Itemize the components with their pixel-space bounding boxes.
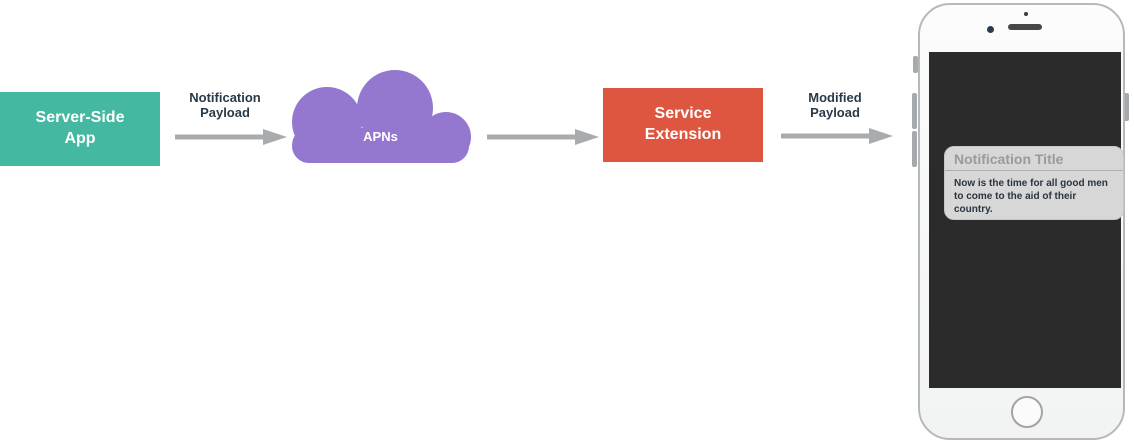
- phone-volume-up-button: [912, 93, 917, 129]
- server-side-app-label: Server-Side App: [35, 109, 125, 147]
- notification-title: Notification Title: [954, 151, 1064, 167]
- notification-divider: [945, 170, 1123, 171]
- arrow-right-icon: [781, 128, 893, 144]
- service-extension-label: Service Extension: [644, 105, 722, 143]
- cloud-icon: [292, 70, 471, 163]
- notification-body: Now is the time for all good men to come…: [954, 178, 1108, 216]
- service-extension-box: Service Extension: [603, 88, 763, 162]
- arrow-right-icon: [487, 129, 599, 145]
- server-side-app-box: Server-Side App: [0, 92, 160, 166]
- home-button[interactable]: [1011, 396, 1043, 428]
- earpiece-speaker: [1008, 24, 1042, 30]
- apns-cloud: APNs: [288, 68, 473, 163]
- notification-payload-label: Notification Payload: [189, 90, 261, 121]
- modified-payload-label: Modified Payload: [808, 90, 862, 121]
- arrow-right-icon: [175, 129, 287, 145]
- proximity-sensor-dot: [1024, 12, 1028, 16]
- phone-mute-switch: [913, 56, 918, 73]
- phone-power-button: [1123, 93, 1129, 121]
- iphone-mockup: Notification Title Now is the time for a…: [918, 3, 1125, 440]
- phone-volume-down-button: [912, 131, 917, 167]
- phone-screen: Notification Title Now is the time for a…: [929, 52, 1124, 388]
- notification-banner[interactable]: Notification Title Now is the time for a…: [944, 146, 1124, 220]
- apns-label: APNs: [363, 129, 398, 144]
- front-camera-icon: [987, 26, 994, 33]
